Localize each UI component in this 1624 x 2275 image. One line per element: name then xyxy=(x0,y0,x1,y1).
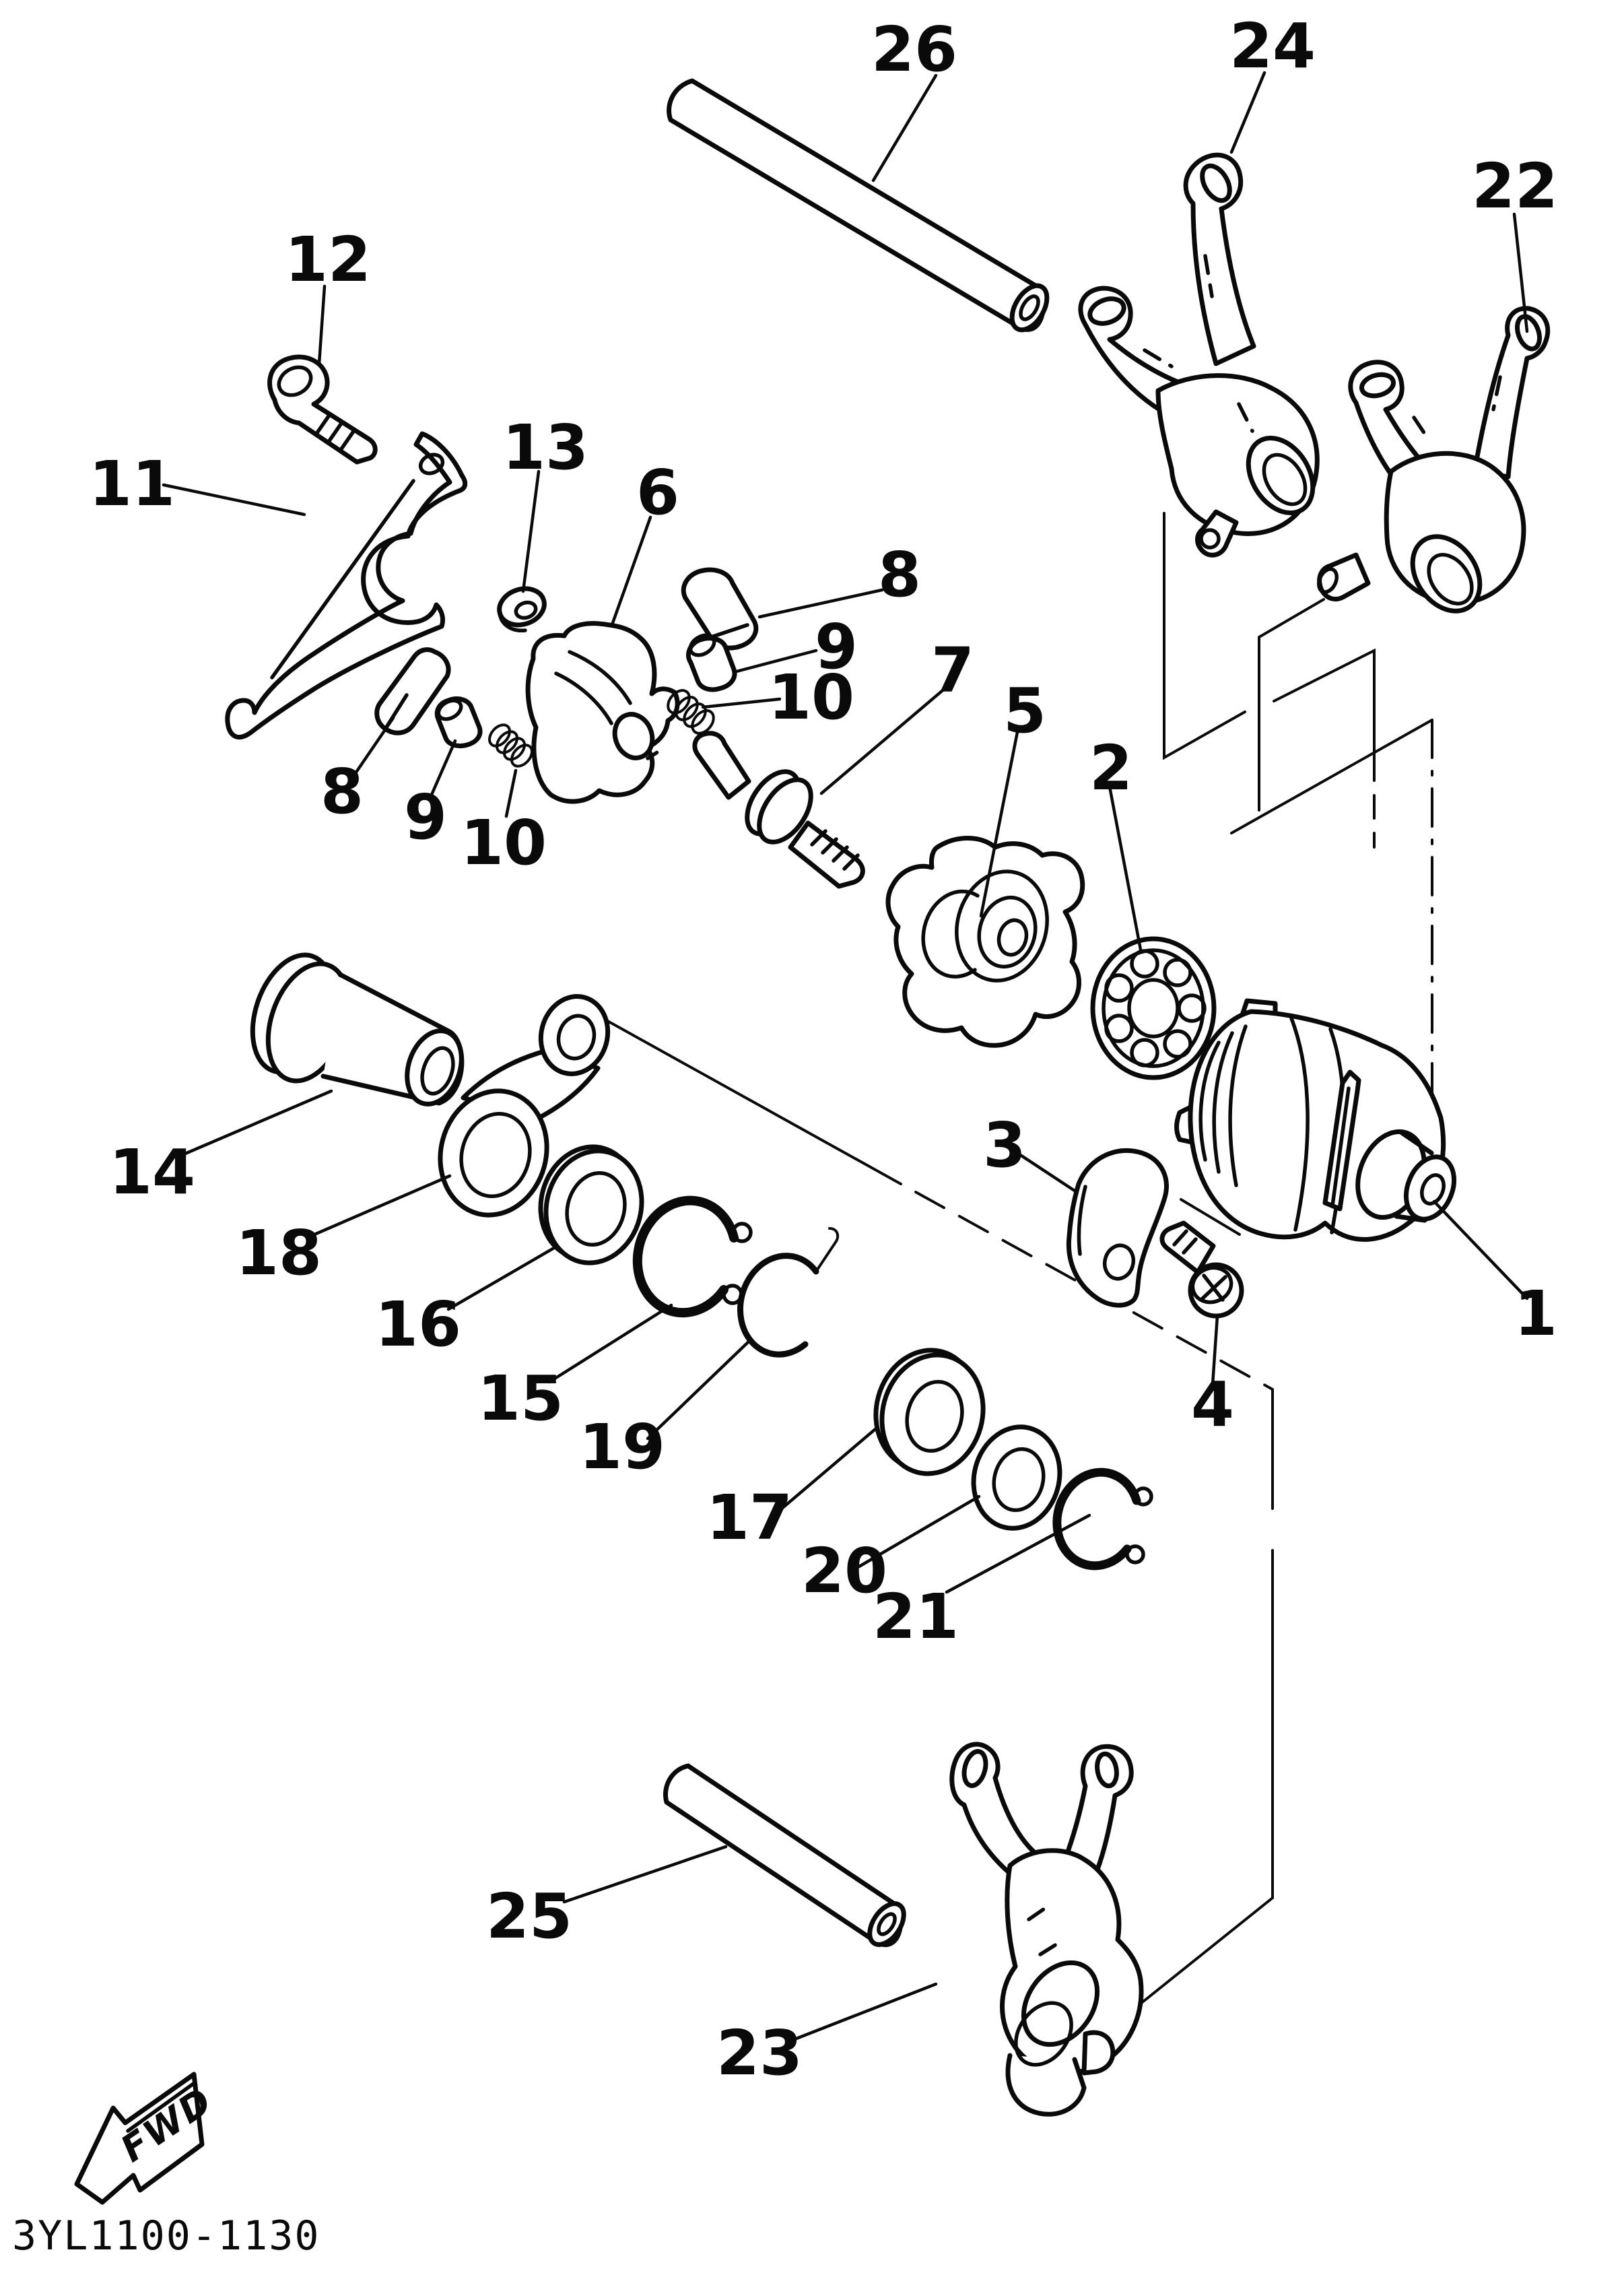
callout-24: 24 xyxy=(1229,10,1316,82)
callout-25: 25 xyxy=(486,1880,572,1952)
callout-9-right: 9 xyxy=(815,611,858,683)
callout-22: 22 xyxy=(1472,150,1558,222)
callout-8-left: 8 xyxy=(320,756,364,828)
part-illustration-9-right xyxy=(686,633,737,692)
callout-13: 13 xyxy=(502,411,588,484)
fwd-direction-arrow: FWD xyxy=(74,2072,221,2205)
part-illustration-5 xyxy=(885,836,1085,1048)
callout-leader-lines xyxy=(162,71,1529,2041)
callout-6: 6 xyxy=(636,457,679,529)
part-illustration-1 xyxy=(1174,998,1456,1242)
part-illustration-6 xyxy=(525,621,680,804)
part-illustration-9-left xyxy=(434,696,483,749)
part-illustration-14 xyxy=(250,952,465,1107)
callout-8-right: 8 xyxy=(878,539,921,611)
part-illustration-21 xyxy=(1052,1468,1153,1571)
part-illustration-10-left xyxy=(488,723,533,768)
callout-1: 1 xyxy=(1514,1278,1557,1350)
part-illustration-18 xyxy=(438,994,611,1218)
part-illustration-19 xyxy=(737,1227,840,1358)
part-illustration-17 xyxy=(873,1348,986,1476)
callout-5: 5 xyxy=(1003,675,1046,747)
callout-3: 3 xyxy=(983,1109,1026,1181)
callout-23: 23 xyxy=(716,2017,803,2089)
callout-11: 11 xyxy=(89,448,175,520)
part-illustration-12 xyxy=(267,354,378,465)
part-illustration-23 xyxy=(949,1742,1144,2117)
diagram-part-code: 3YL1100-1130 xyxy=(12,2212,320,2260)
callout-14: 14 xyxy=(109,1136,195,1208)
callout-18: 18 xyxy=(236,1217,322,1289)
part-illustration-13 xyxy=(497,586,547,632)
callout-labels: 26 24 22 12 11 13 6 8 9 10 8 9 10 7 5 2 … xyxy=(89,10,1558,2089)
part-illustration-26 xyxy=(667,78,1050,333)
part-illustration-4 xyxy=(1159,1220,1244,1319)
callout-10-right: 10 xyxy=(768,661,854,733)
part-illustration-15 xyxy=(632,1195,753,1318)
callout-20: 20 xyxy=(801,1535,887,1607)
part-illustration-16 xyxy=(538,1144,644,1265)
part-illustration-24 xyxy=(1078,152,1320,558)
callout-16: 16 xyxy=(375,1288,461,1360)
part-illustration-10-right xyxy=(667,689,715,735)
part-illustration-7 xyxy=(692,731,865,889)
callout-26: 26 xyxy=(871,13,957,86)
callout-9-left: 9 xyxy=(404,781,447,853)
part-illustration-22 xyxy=(1316,306,1551,614)
part-illustration-25 xyxy=(663,1763,906,1948)
callout-12: 12 xyxy=(285,224,371,296)
callout-19: 19 xyxy=(579,1411,665,1483)
part-illustration-20 xyxy=(971,1424,1062,1531)
callout-15: 15 xyxy=(477,1362,564,1435)
part-illustration-2 xyxy=(1090,936,1217,1080)
callout-7: 7 xyxy=(931,634,974,706)
callout-21: 21 xyxy=(873,1581,959,1653)
callout-2: 2 xyxy=(1089,732,1132,804)
part-illustration-8-right xyxy=(681,567,759,651)
callout-4: 4 xyxy=(1191,1369,1234,1441)
part-illustration-11 xyxy=(225,431,468,739)
callout-10-left: 10 xyxy=(461,807,547,879)
callout-17: 17 xyxy=(706,1482,792,1554)
part-illustration-3 xyxy=(1066,1148,1169,1308)
